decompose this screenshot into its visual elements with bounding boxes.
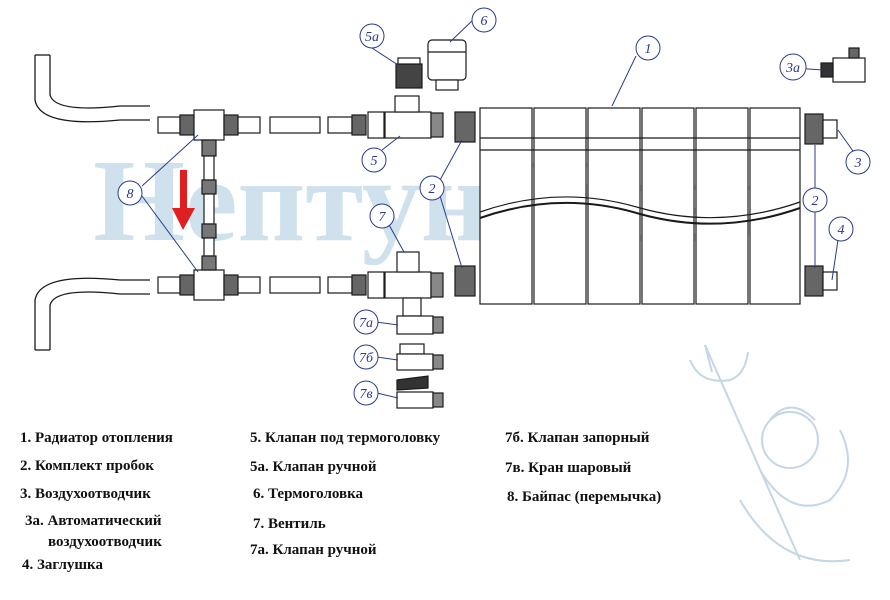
legend-item-6: 6. Термоголовка (253, 486, 364, 502)
callout-5a-label: 5а (365, 30, 379, 45)
callout-8-label: 8 (127, 187, 134, 202)
legend-item-1: 1. Радиатор отопления (20, 430, 173, 446)
legend-item-5a: 5а. Клапан ручной (250, 459, 377, 475)
manual-cap-5a-icon (395, 57, 423, 89)
callout-7b: 7б (353, 344, 379, 370)
bottom-pipe-row (157, 269, 385, 301)
callout-8: 8 (117, 180, 143, 206)
legend-item-3: 3. Воздухоотводчик (20, 486, 151, 502)
callout-6: 6 (471, 7, 497, 33)
bypass-connector (201, 139, 217, 271)
callout-4-label: 4 (838, 223, 845, 238)
valve-5-icon (384, 95, 444, 139)
callout-7b-label: 7б (359, 351, 374, 366)
callout-7-label: 7 (379, 210, 387, 225)
callout-7v: 7в (353, 380, 379, 406)
callout-7v-label: 7в (359, 387, 372, 402)
callout-4: 4 (828, 216, 854, 242)
legend-item-8: 8. Байпас (перемычка) (507, 489, 662, 505)
callout-1: 1 (635, 35, 661, 61)
valve-7v-icon (396, 375, 444, 409)
radiator-plugs-left (454, 111, 476, 297)
radiator-plugs-right (804, 113, 838, 297)
legend-item-4: 4. Заглушка (22, 557, 103, 573)
callout-1-label: 1 (645, 42, 652, 57)
legend-item-3a: 3а. Автоматический (25, 513, 162, 529)
callout-3a-label: 3а (785, 61, 800, 76)
top-pipe-row (157, 109, 385, 141)
callouts: 5а 6 1 3а 2 3 2 4 5 7 8 7а 7б 7в (117, 7, 871, 406)
valve-7a-icon (396, 297, 444, 335)
legend-item-5: 5. Клапан под термоголовку (250, 430, 441, 446)
callout-2-left: 2 (419, 175, 445, 201)
valve-7-icon (384, 251, 444, 299)
callout-6-label: 6 (481, 14, 488, 29)
thermo-head-6-icon (427, 39, 467, 91)
legend-item-2: 2. Комплект пробок (20, 458, 154, 474)
legend-item-3a-cont: воздухоотводчик (48, 534, 162, 550)
legend-item-7: 7. Вентиль (253, 516, 326, 532)
callout-7a-label: 7а (359, 316, 373, 331)
legend-item-7a: 7а. Клапан ручной (250, 542, 377, 558)
callout-5a: 5а (359, 23, 385, 49)
callout-3a: 3а (779, 53, 807, 81)
callout-5-label: 5 (371, 154, 378, 169)
callout-3-label: 3 (854, 156, 862, 171)
callout-7a: 7а (353, 309, 379, 335)
auto-air-vent-3a-icon (820, 47, 866, 83)
flow-arrow-icon (172, 170, 195, 230)
valve-7b-icon (396, 343, 444, 371)
callout-3: 3 (845, 149, 871, 175)
callout-5: 5 (361, 147, 387, 173)
legend-item-7b: 7б. Клапан запорный (505, 430, 650, 446)
callout-2-right-label: 2 (812, 194, 819, 209)
bypass-pipes (34, 54, 150, 351)
neptune-logo-icon (689, 344, 851, 563)
callout-7: 7 (369, 203, 395, 229)
callout-2-left-label: 2 (429, 182, 436, 197)
callout-2-right: 2 (802, 187, 828, 213)
radiator-1-icon (479, 107, 801, 305)
legend-item-7v: 7в. Кран шаровый (505, 460, 632, 476)
